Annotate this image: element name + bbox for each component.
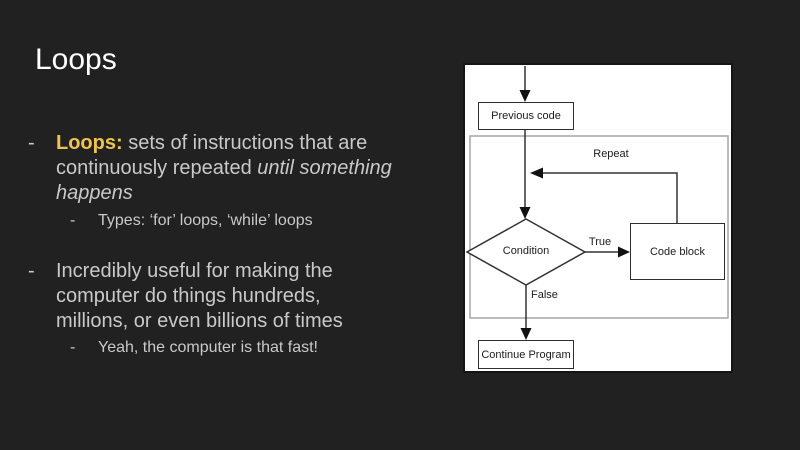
bullet-item-useful: - Incredibly useful for making the compu… [0, 259, 458, 334]
flowchart-panel: Previous code Code block Continue Progra… [463, 63, 733, 373]
bullet-dash: - [28, 132, 35, 154]
node-continue-program: Continue Program [478, 340, 574, 369]
node-condition-label: Condition [502, 245, 550, 257]
loop-boundary-rect [469, 135, 729, 319]
label-false: False [531, 289, 558, 301]
bullet-list: - Loops: sets of instructions that are c… [0, 131, 458, 357]
bullet-dash: - [70, 212, 76, 229]
slide-title: Loops [35, 43, 117, 76]
arrowhead-to-condition [519, 207, 531, 219]
arrowhead-false [520, 328, 532, 340]
label-repeat: Repeat [593, 148, 629, 160]
flowchart-canvas [465, 66, 729, 340]
bullet-item-loops: - Loops: sets of instructions that are c… [0, 131, 458, 206]
bullet-types-text: Types: ‘for’ loops, ‘while’ loops [98, 212, 313, 229]
arrowhead-repeat [530, 167, 543, 179]
bullet-loops-body: sets of instructions that are continuous… [56, 132, 368, 179]
bullet-loops-text: Loops: sets of instructions that are con… [56, 131, 458, 206]
bullet-dash: - [70, 339, 76, 356]
bullet-dash: - [28, 260, 35, 282]
node-previous-code: Previous code [478, 102, 574, 130]
label-true: True [588, 236, 612, 248]
bullet-loops-lead: Loops: [56, 132, 123, 154]
bullet-item-fast: - Yeah, the computer is that fast! [0, 338, 458, 357]
bullet-useful-text: Incredibly useful for making the compute… [56, 260, 343, 332]
bullet-fast-text: Yeah, the computer is that fast! [98, 339, 318, 356]
arrowhead-true [618, 246, 630, 258]
repeat-connector [541, 172, 678, 223]
bullet-item-types: - Types: ‘for’ loops, ‘while’ loops [0, 211, 458, 230]
node-code-block: Code block [630, 223, 725, 280]
bullet-loops-italic: until something happens [56, 157, 392, 204]
arrowhead-entry [519, 90, 531, 102]
